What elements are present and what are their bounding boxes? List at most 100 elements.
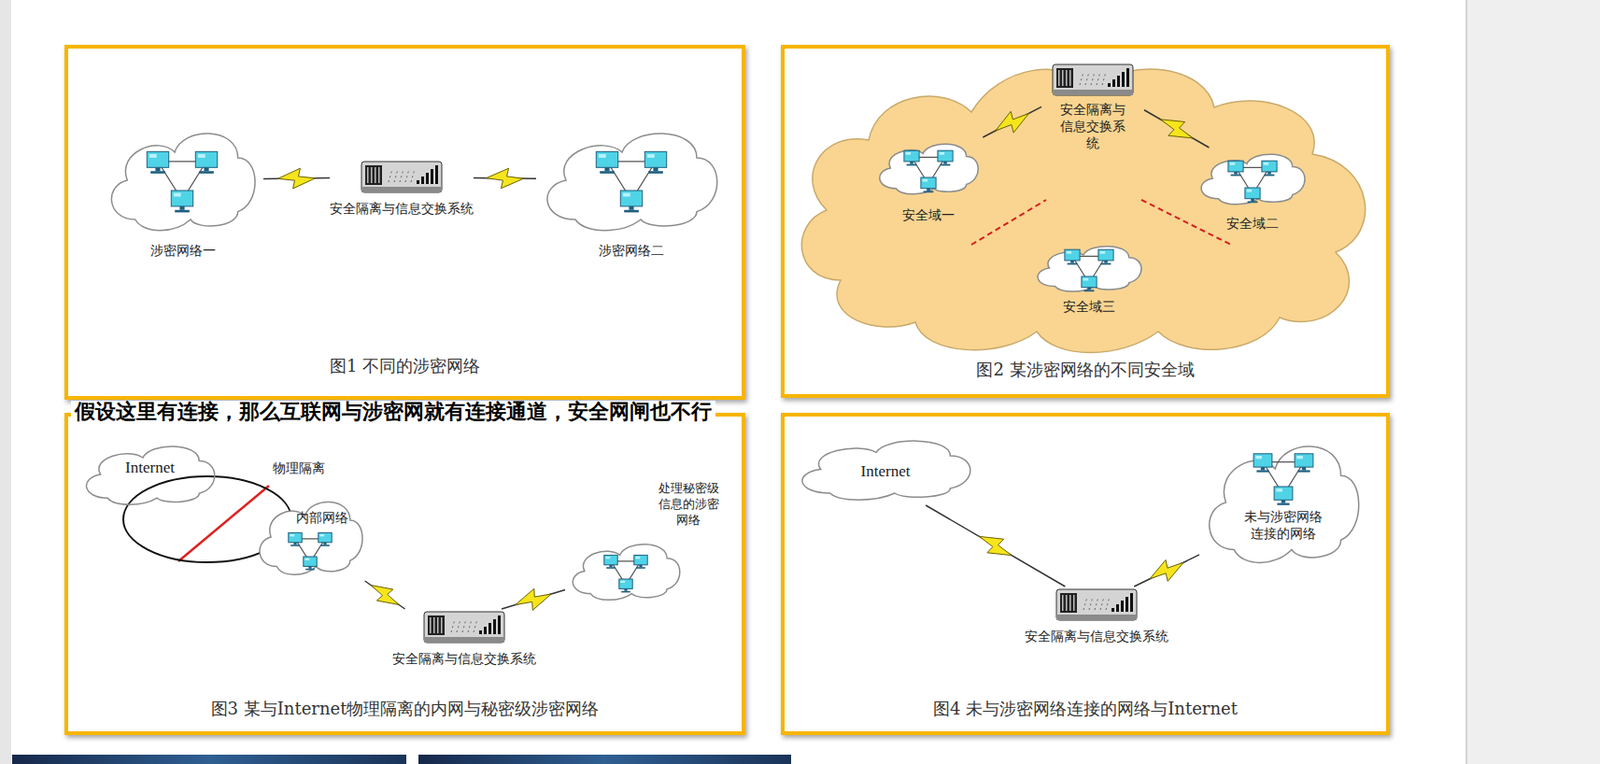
figure-caption: 图4 未与涉密网络连接的网络与Internet (784, 697, 1387, 720)
monitor-stand (608, 565, 612, 567)
device-slot (1061, 594, 1064, 611)
device-mark (1096, 71, 1101, 85)
lightning-bolt (1160, 119, 1193, 139)
monitor-stand (652, 167, 658, 171)
monitor-base (320, 544, 330, 547)
monitor-glare (939, 152, 945, 156)
network-label: 内部网络 (289, 509, 355, 526)
device-icon (423, 610, 506, 644)
lightning-link (501, 588, 566, 610)
device-body (1056, 589, 1137, 621)
device-bar (488, 623, 492, 635)
network-label: Internet (77, 457, 223, 479)
device-mark (1079, 71, 1084, 85)
network-cloud: 安全域三 (1030, 240, 1148, 319)
network-cloud: 安全域一 (872, 137, 985, 232)
label-anchor: 假设这里有连接，那么互联网与涉密网就有连接通道，安全网闸也不行 (70, 400, 716, 424)
lightning-bolt (278, 168, 316, 189)
page-edge (0, 0, 12, 764)
lightning-link (263, 168, 330, 189)
cloud-outline (872, 137, 985, 199)
network-label: 处理秘密级信息的涉密网络 (654, 481, 723, 529)
monitor-base (305, 568, 315, 571)
link-line (925, 505, 1065, 587)
figure-panel: 图2 某涉密网络的不同安全域安全隔离与信息交换系统安全域一安全域二安全域三 (780, 44, 1390, 398)
network-cloud: 涉密网络二 (536, 122, 727, 267)
network-label: 未与涉密网络连接的网络 (1241, 508, 1326, 542)
monitor-glare (198, 154, 206, 158)
monitor-base (923, 190, 935, 193)
monitor-screen (620, 190, 642, 207)
monitor-screen (195, 151, 217, 168)
monitor-stand (1302, 467, 1306, 470)
domain-divider (1141, 199, 1232, 245)
monitor-base (174, 210, 190, 213)
cloud-shape (1037, 246, 1142, 292)
device-mark (1089, 596, 1093, 610)
bottom-image (12, 754, 407, 764)
device-slot (1065, 594, 1068, 611)
monitor-screen (1064, 249, 1080, 261)
network-cloud: 内部网络 (252, 493, 369, 581)
lightning-bolt (370, 585, 399, 606)
figure-caption: 图3 某与Internet物理隔离的内网与秘密级涉密网络 (68, 697, 742, 720)
computer-group (604, 554, 648, 593)
figure-caption: 图1 不同的涉密网络 (68, 354, 742, 377)
network-label: Internet (791, 461, 980, 482)
monitor-glare (319, 534, 325, 537)
network-label: 涉密网络一 (101, 241, 264, 259)
device-slot (367, 167, 369, 184)
network-cloud: 处理秘密级信息的涉密网络 (565, 481, 724, 608)
device-bar (493, 619, 496, 635)
cloud-outline (101, 122, 264, 239)
device-slot (1069, 594, 1072, 611)
monitor-base (648, 170, 664, 174)
monitor-glare (1100, 251, 1105, 255)
monitor-screen (937, 150, 953, 162)
monitor-base (1231, 174, 1242, 177)
monitor-glare (1083, 278, 1089, 282)
monitor-glare (1066, 251, 1072, 255)
network-label: 安全域一 (872, 206, 985, 224)
device-mark (1094, 596, 1099, 610)
device-mark (405, 169, 410, 183)
device-slot (1073, 594, 1076, 611)
device-bar (1121, 71, 1125, 87)
monitor-stand (1281, 499, 1286, 503)
cloud-shape (572, 544, 680, 601)
monitor-base (1297, 469, 1310, 472)
monitor-stand (323, 542, 326, 545)
monitor-stand (638, 565, 642, 567)
monitor-screen (904, 150, 920, 162)
device-panel (1060, 593, 1077, 613)
monitor-base (1067, 263, 1078, 266)
monitor-stand (1070, 260, 1075, 264)
device-slot (440, 617, 443, 634)
monitor-glare (1255, 455, 1262, 459)
device-label: 安全隔离与信息交换系统 (392, 650, 537, 667)
monitor-base (606, 566, 616, 569)
device-slot (1069, 70, 1072, 86)
device-bar (1125, 596, 1129, 612)
device-bar (1111, 608, 1115, 612)
monitor-stand (943, 161, 948, 165)
monitor-screen (1274, 486, 1293, 500)
device-icon (360, 160, 443, 194)
monitor-stand (926, 188, 931, 192)
device-mark (410, 169, 415, 183)
device-slot (1061, 70, 1064, 86)
computer-group (595, 151, 666, 213)
monitor-screen (920, 177, 936, 189)
device-bar (425, 172, 429, 185)
monitor-base (1256, 469, 1269, 472)
device-bar (435, 165, 439, 185)
gateway-device: 安全隔离与信息交换系统 (392, 608, 537, 673)
isolation-label: 物理隔离 (272, 459, 326, 477)
monitor-glare (922, 179, 928, 183)
network-cloud: Internet (791, 433, 980, 506)
monitor-base (1264, 174, 1275, 177)
monitor-stand (604, 167, 609, 171)
monitor-screen (1098, 249, 1114, 261)
monitor-glare (304, 558, 310, 561)
device-mark (451, 619, 455, 633)
